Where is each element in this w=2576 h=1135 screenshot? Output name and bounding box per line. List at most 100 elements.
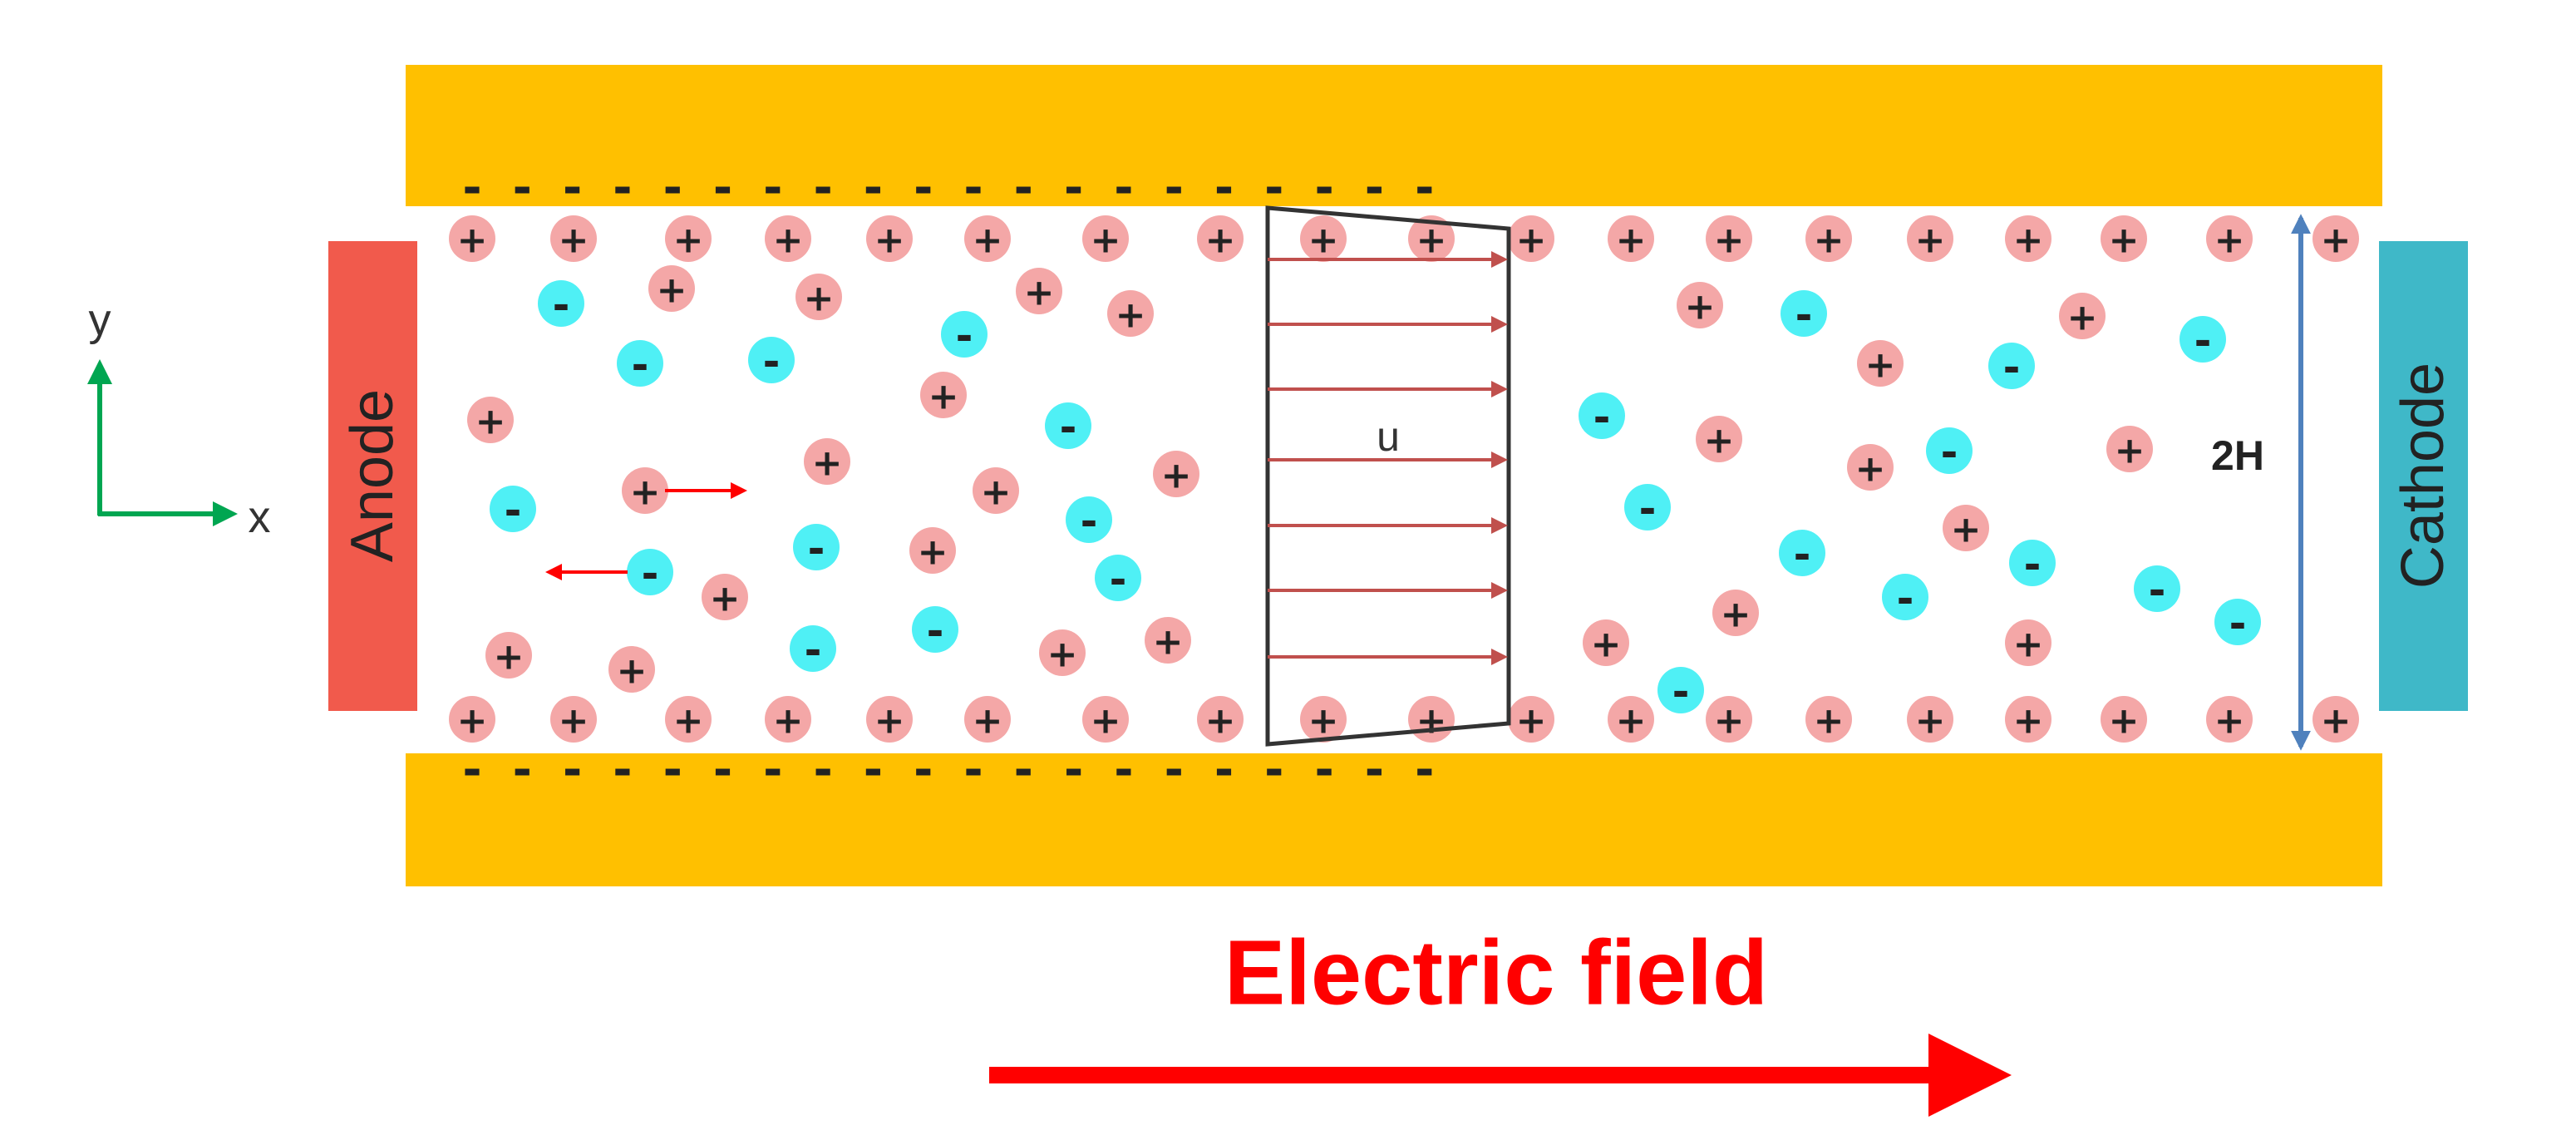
velocity-profile: u [1265, 205, 1511, 747]
cation: + [1677, 282, 1723, 328]
wall-charge: - [663, 161, 682, 215]
svg-text:-: - [763, 338, 781, 386]
anion: - [1779, 530, 1825, 579]
cation: + [1712, 590, 1759, 636]
cation: + [1508, 696, 1554, 743]
svg-text:-: - [956, 312, 973, 360]
wall-charge: - [1365, 161, 1384, 215]
cation: + [765, 696, 811, 743]
cation: + [1197, 215, 1244, 262]
wall-charge: - [1415, 743, 1434, 797]
svg-text:-: - [2024, 540, 2042, 589]
cation: + [622, 467, 668, 514]
svg-text:+: + [1047, 634, 1078, 676]
anion: - [490, 486, 536, 535]
wall-charge: - [763, 743, 782, 797]
svg-text:+: + [1915, 700, 1946, 743]
wall-charge: - [1064, 743, 1083, 797]
top-wall [406, 65, 2382, 206]
wall-charge: - [613, 743, 632, 797]
wall-charge: - [813, 161, 832, 215]
cation: + [964, 696, 1011, 743]
ions: + + + + + + + + + + + + + + + + + + + + + + + + + + + + + + + + + + + + + + + +… [449, 215, 2359, 743]
cation: + [2312, 215, 2359, 262]
wall-charge: - [1214, 161, 1234, 215]
svg-text:+: + [1814, 220, 1845, 262]
wall-charge: - [864, 743, 883, 797]
svg-text:+: + [1591, 624, 1622, 666]
svg-text:+: + [1714, 700, 1745, 743]
wall-charge: - [1064, 161, 1083, 215]
svg-text:+: + [1116, 294, 1146, 337]
wall-charge: - [1165, 743, 1184, 797]
svg-text:+: + [617, 650, 648, 693]
cation: + [702, 574, 748, 620]
anion: - [1579, 392, 1625, 442]
anion: - [2180, 316, 2226, 365]
svg-text:+: + [657, 269, 687, 312]
cation: + [1153, 451, 1199, 497]
wall-charge: - [763, 161, 782, 215]
svg-text:-: - [1941, 428, 1958, 476]
wall-charge: - [864, 161, 883, 215]
cation: + [449, 696, 495, 743]
svg-text:+: + [2013, 700, 2044, 743]
cation: + [1805, 696, 1852, 743]
cation: + [909, 527, 956, 574]
svg-text:+: + [928, 376, 959, 418]
wall-charge: - [1415, 161, 1434, 215]
svg-text:-: - [1672, 668, 1690, 716]
svg-text:-: - [1639, 485, 1657, 533]
svg-text:-: - [642, 550, 659, 598]
anion: - [2009, 540, 2056, 589]
anion: - [2134, 565, 2180, 614]
svg-text:+: + [1855, 448, 1886, 491]
svg-text:-: - [1794, 530, 1811, 579]
anode-electrode [328, 241, 417, 711]
svg-text:-: - [1081, 497, 1098, 545]
velocity-label: u [1377, 413, 1400, 460]
cation: + [920, 372, 967, 418]
svg-text:+: + [2321, 700, 2352, 743]
wall-charge: - [1214, 743, 1234, 797]
svg-text:+: + [1516, 220, 1547, 262]
svg-text:+: + [1308, 700, 1339, 743]
cation: + [1197, 696, 1244, 743]
cation: + [665, 215, 712, 262]
anion: - [1882, 574, 1928, 623]
cation: + [1408, 215, 1455, 262]
svg-text:+: + [673, 220, 704, 262]
wall-charge: - [1165, 161, 1184, 215]
electric-field-label: Electric field [1224, 922, 1768, 1024]
wall-charge: - [914, 161, 933, 215]
wall-charge: - [513, 743, 532, 797]
cation: + [648, 265, 695, 312]
anion: - [912, 606, 958, 655]
svg-text:-: - [2229, 600, 2247, 648]
svg-text:+: + [2067, 297, 2098, 339]
cation: + [1016, 268, 1062, 314]
anion: - [1657, 667, 1704, 716]
svg-text:-: - [1110, 555, 1127, 604]
svg-text:-: - [2149, 566, 2166, 614]
svg-text:+: + [1516, 700, 1547, 743]
svg-text:+: + [773, 700, 804, 743]
channel-height-label: 2H [2211, 432, 2264, 479]
wall-charge: - [563, 743, 582, 797]
anion: - [2214, 599, 2261, 648]
cation: + [1082, 215, 1129, 262]
cation: + [1907, 215, 1953, 262]
svg-text:+: + [2013, 624, 2044, 666]
cathode-electrode [2379, 241, 2468, 711]
cation: + [1608, 215, 1654, 262]
anion: - [941, 311, 988, 360]
wall-charge: - [1114, 161, 1133, 215]
svg-text:+: + [2214, 700, 2245, 743]
svg-text:+: + [1091, 700, 1121, 743]
cation: + [2005, 619, 2051, 666]
cation: + [2005, 215, 2051, 262]
cation: + [665, 696, 712, 743]
wall-charge: - [713, 161, 732, 215]
svg-text:+: + [2321, 220, 2352, 262]
svg-text:+: + [710, 578, 741, 620]
